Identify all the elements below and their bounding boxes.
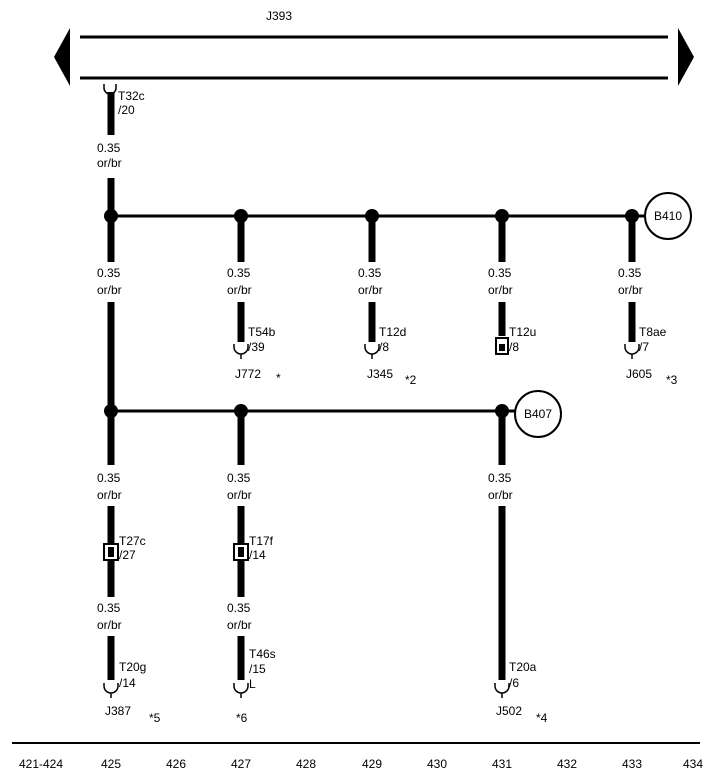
component-note: *3 xyxy=(666,373,678,387)
inline-sub: /14 xyxy=(249,548,266,562)
rail-number: 432 xyxy=(557,757,577,771)
connector-fork-icon xyxy=(494,683,510,698)
wire-color-label: or/br xyxy=(97,488,122,502)
bus-left-arrow xyxy=(54,28,70,86)
end-pin: T20g xyxy=(119,660,146,674)
rail-number: 433 xyxy=(622,757,642,771)
connector-fork-icon xyxy=(364,344,380,359)
wire-size-label: 0.35 xyxy=(97,141,121,155)
splice-b410-label: B410 xyxy=(654,209,682,223)
branch-pin: T8ae xyxy=(639,325,667,339)
end-pin: T46s xyxy=(249,647,276,661)
connector-fork-icon xyxy=(624,344,640,359)
rail-number: 428 xyxy=(296,757,316,771)
end-pin: T20a xyxy=(509,660,537,674)
branch-sub: /8 xyxy=(379,340,389,354)
splice-node xyxy=(495,404,509,418)
wire-color-label: or/br xyxy=(227,283,252,297)
wire-color-label: or/br xyxy=(97,618,122,632)
component-note: *2 xyxy=(405,373,417,387)
lower-wires xyxy=(237,415,506,680)
rail-number: 430 xyxy=(427,757,447,771)
wire-color-label: or/br xyxy=(488,283,513,297)
splice-node xyxy=(234,209,248,223)
branch-pin: T12d xyxy=(379,325,406,339)
inline-connector-inner xyxy=(108,547,114,557)
branch-sub: /39 xyxy=(248,340,265,354)
rail-number: 431 xyxy=(492,757,512,771)
splice-node xyxy=(104,209,118,223)
component-label: J345 xyxy=(367,367,393,381)
component-label: J605 xyxy=(626,367,652,381)
wire-size-label: 0.35 xyxy=(358,266,382,280)
branch-pin: T12u xyxy=(509,325,536,339)
component-note: *4 xyxy=(536,711,548,725)
splice-node xyxy=(625,209,639,223)
wire-color-label: or/br xyxy=(227,618,252,632)
branch-sub: /8 xyxy=(509,340,519,354)
rail-number: 427 xyxy=(231,757,251,771)
end-sub: /14 xyxy=(119,676,136,690)
wire-color-label: or/br xyxy=(488,488,513,502)
wire-color-label: or/br xyxy=(97,283,122,297)
component-label: J387 xyxy=(105,704,131,718)
wire-size-label: 0.35 xyxy=(227,471,251,485)
top-connector-pin: T32c xyxy=(118,89,145,103)
wire-size-label: 0.35 xyxy=(488,266,512,280)
inline-pin: T17f xyxy=(249,534,274,548)
inline-sub: /27 xyxy=(119,548,136,562)
connector-box-inner xyxy=(499,344,505,351)
connector-fork-icon xyxy=(233,683,249,698)
wire-size-label: 0.35 xyxy=(488,471,512,485)
wire-color-label: or/br xyxy=(97,156,122,170)
component-label: J502 xyxy=(496,704,522,718)
wire-size-label: 0.35 xyxy=(97,471,121,485)
rail-number: 425 xyxy=(101,757,121,771)
rail-number: 434 xyxy=(683,757,703,771)
inline-pin: T27c xyxy=(119,534,146,548)
bus-right-arrow xyxy=(678,28,694,86)
splice-node xyxy=(234,404,248,418)
component-note: *5 xyxy=(149,711,161,725)
wire-size-label: 0.35 xyxy=(97,601,121,615)
rail-number: 429 xyxy=(362,757,382,771)
wire-color-label: or/br xyxy=(358,283,383,297)
splice-b407-circle xyxy=(514,390,562,438)
end-sub: /15 xyxy=(249,662,266,676)
wire-size-label: 0.35 xyxy=(227,266,251,280)
rail-number: 421-424 xyxy=(19,757,63,771)
rail-number: 426 xyxy=(166,757,186,771)
component-label: J772 xyxy=(235,367,261,381)
wire-size-label: 0.35 xyxy=(618,266,642,280)
wire-color-label: or/br xyxy=(618,283,643,297)
component-note: * xyxy=(276,371,281,385)
end-sub: /6 xyxy=(509,676,519,690)
branch-pin: T54b xyxy=(248,325,276,339)
splice-b410-circle xyxy=(644,192,692,240)
branch-wires xyxy=(237,220,636,342)
component-note: *6 xyxy=(236,711,248,725)
wire-color-label: or/br xyxy=(227,488,252,502)
splice-node xyxy=(365,209,379,223)
connector-fork-icon xyxy=(103,683,119,698)
wire-size-label: 0.35 xyxy=(97,266,121,280)
splice-node xyxy=(104,404,118,418)
bus-bar xyxy=(54,28,694,86)
splice-node xyxy=(495,209,509,223)
bus-title: J393 xyxy=(266,9,292,23)
branch-sub: /7 xyxy=(639,340,649,354)
end-l-label: L xyxy=(249,677,256,691)
top-connector-sub: /20 xyxy=(118,103,135,117)
splice-b407-label: B407 xyxy=(524,407,552,421)
wire-size-label: 0.35 xyxy=(227,601,251,615)
connector-fork-icon xyxy=(233,344,249,359)
inline-connector-inner xyxy=(238,547,244,557)
